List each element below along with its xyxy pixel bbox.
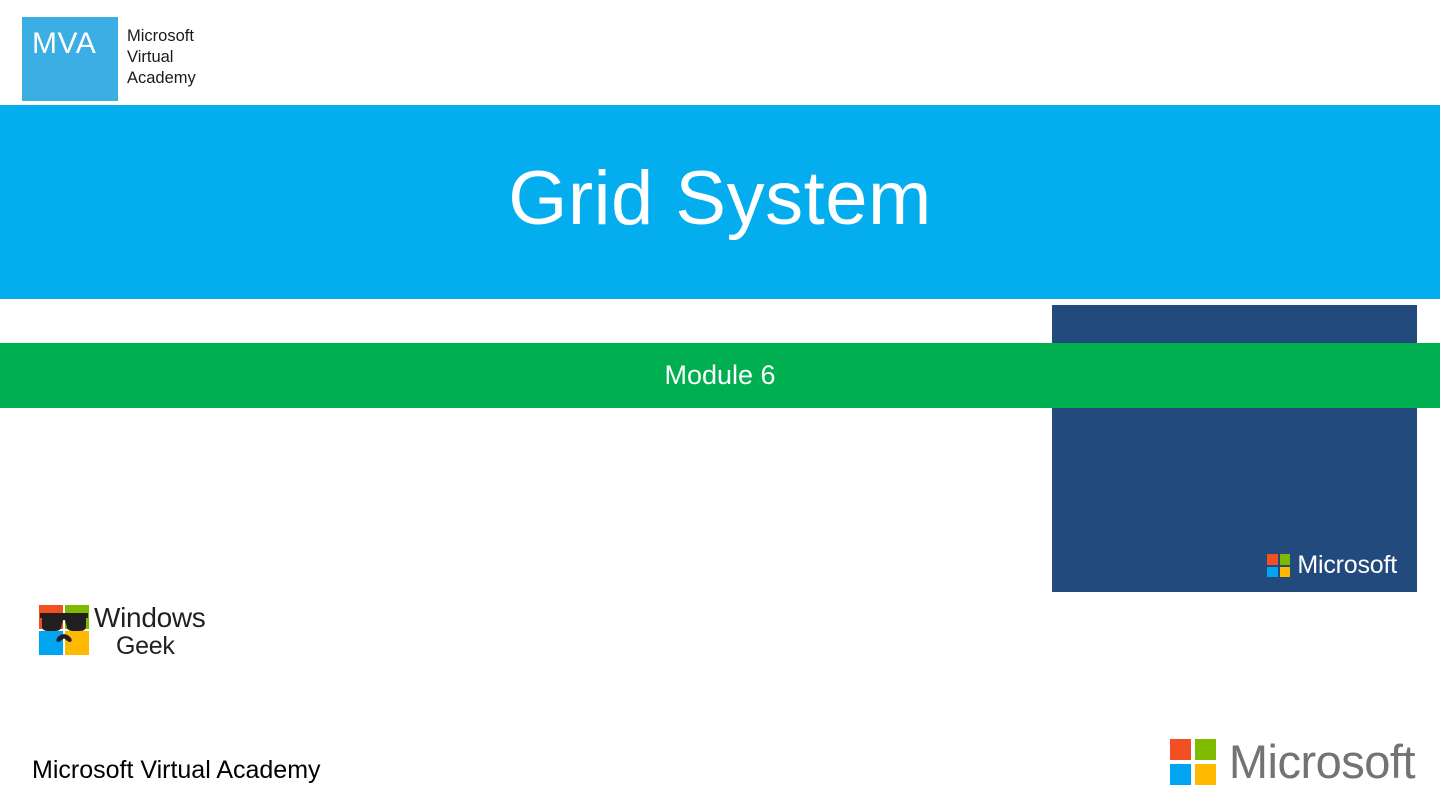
mva-wordmark-line-2: Virtual: [127, 48, 174, 66]
mva-logo: MVA Microsoft Virtual Academy: [22, 17, 214, 101]
microsoft-flag-icon: [1267, 554, 1291, 577]
microsoft-logo-panel: Microsoft: [1267, 553, 1397, 578]
windows-geek-logo: Windows Geek: [38, 604, 208, 660]
microsoft-wordmark-panel: Microsoft: [1297, 551, 1397, 579]
title-band: Grid System: [0, 105, 1440, 299]
mva-badge: MVA: [22, 17, 118, 101]
module-label: Module 6: [664, 359, 776, 390]
mva-wordmark-line-3: Academy: [127, 69, 196, 87]
module-band: Module 6: [0, 343, 1440, 408]
footer-title: Microsoft Virtual Academy: [32, 756, 321, 784]
microsoft-wordmark-footer: Microsoft: [1228, 735, 1416, 788]
windows-geek-word-windows: Windows: [94, 602, 206, 633]
mva-wordmark: Microsoft Virtual Academy: [118, 17, 196, 101]
windows-geek-mark-icon: [39, 605, 89, 655]
microsoft-logo-footer: Microsoft: [1169, 735, 1416, 788]
windows-geek-wordmark: Windows Geek: [94, 604, 206, 659]
microsoft-flag-icon: [1169, 738, 1216, 785]
windows-geek-word-geek: Geek: [116, 632, 175, 660]
mva-wordmark-line-1: Microsoft: [127, 27, 194, 45]
page-title: Grid System: [508, 156, 932, 241]
mva-badge-label: MVA: [32, 27, 97, 60]
